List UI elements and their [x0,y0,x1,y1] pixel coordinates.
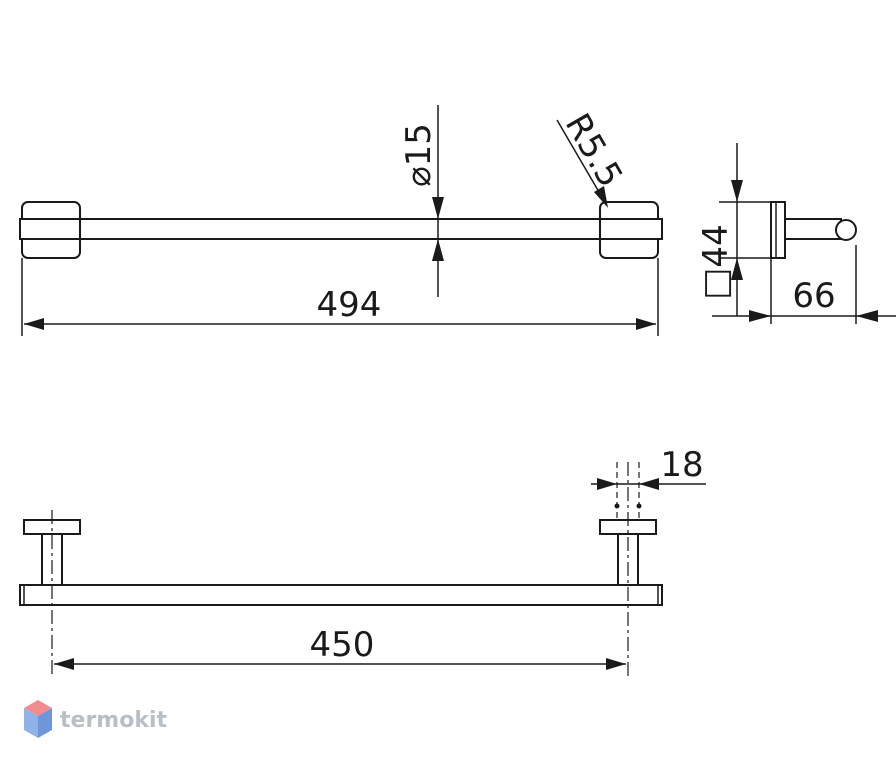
dim450-arrow-left-icon [54,658,74,670]
logo-cube-right-icon [38,708,52,738]
dim44-arrow-bottom-icon [731,258,743,280]
dim-end-radius: R5.5 [557,107,630,194]
diameter-arrow-top-icon [432,197,444,219]
plan-view: 18 450 [19,445,706,676]
front-view: 494 ⌀15 R5.5 [19,105,663,336]
diameter-arrow-bottom-icon [432,239,444,261]
dim44-arrow-top-icon [731,180,743,202]
dim66-arrow-right-icon [856,310,878,322]
plan-towel-bar [19,584,663,606]
arrow-right-icon [636,318,656,330]
bar-section [835,219,857,241]
dim66-arrow-left-icon [749,310,771,322]
dim18-arrow-right-icon [639,478,659,490]
logo-cube-left-icon [24,708,38,738]
termokit-logo: termokit [24,700,167,738]
logo-text: termokit [60,708,167,733]
dim450-arrow-right-icon [606,658,626,670]
dim-mount-centers: 450 [310,625,375,665]
dim-total-length: 494 [317,285,382,325]
towel-bar [19,218,663,240]
dim-base-square: □44 [696,224,736,299]
arm [784,218,842,240]
side-view: □44 66 [696,143,896,324]
dim-bar-diameter: ⌀15 [399,123,439,187]
dim18-arrow-left-icon [597,478,617,490]
radius-arrow-icon [594,186,608,208]
dim-mount-width: 18 [660,445,703,485]
arrow-left-icon [24,318,44,330]
dim-projection: 66 [792,276,835,316]
wall-plate [770,201,786,259]
